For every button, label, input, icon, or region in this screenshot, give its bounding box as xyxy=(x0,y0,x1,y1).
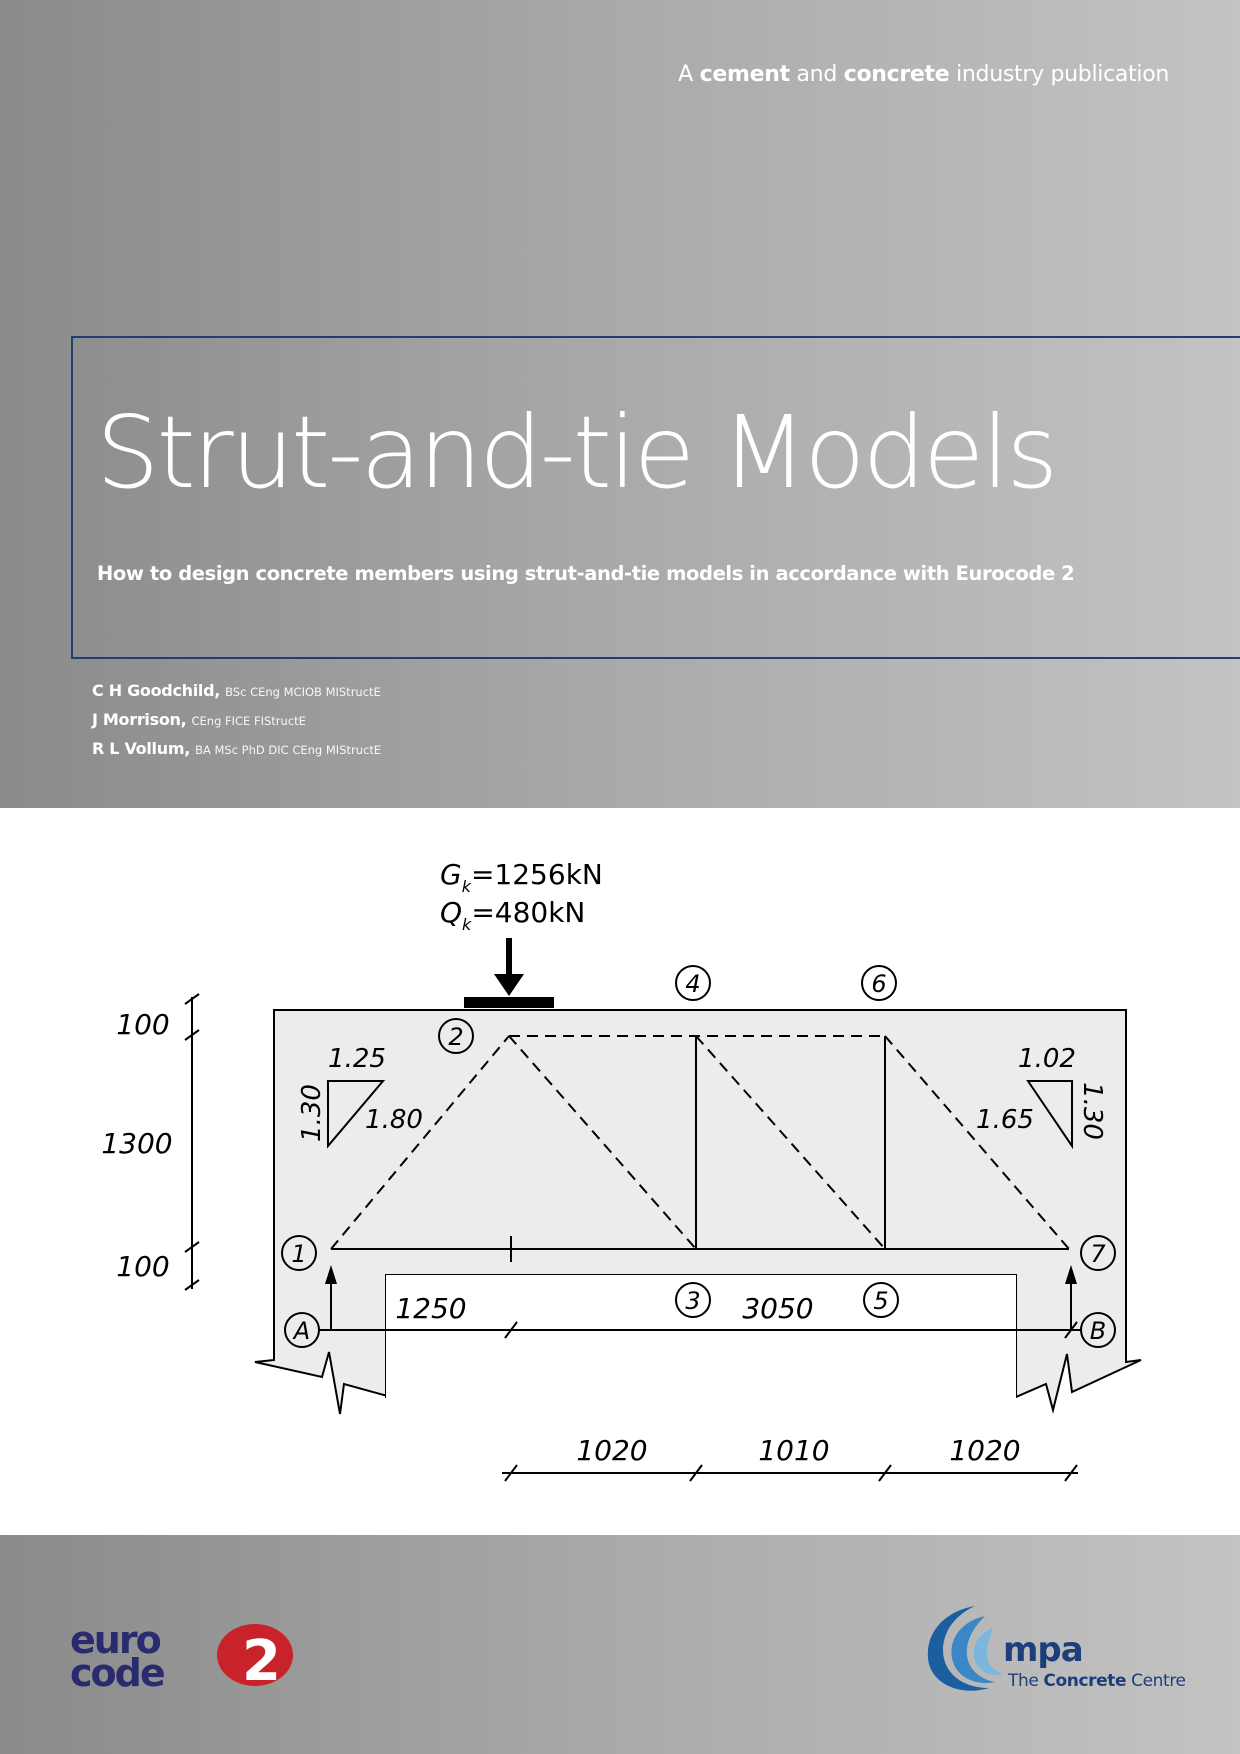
node-label-7: 7 xyxy=(1090,1240,1106,1268)
dim-label-1010: 1010 xyxy=(758,1434,829,1467)
title-frame xyxy=(71,336,1240,659)
deep-beam-diagram: Gk=1256kN Qk=480kN 1 2 3 4 5 6 7 A B 1.2… xyxy=(101,858,1142,1482)
load-plate xyxy=(464,997,554,1008)
slope-left-rise: 1.30 xyxy=(297,1084,327,1142)
load-q-label: Qk=480kN xyxy=(440,896,585,934)
node-label-5: 5 xyxy=(873,1287,888,1315)
slope-left-hyp: 1.80 xyxy=(365,1105,423,1135)
node-label-1: 1 xyxy=(291,1240,306,1268)
document-subtitle: How to design concrete members using str… xyxy=(97,562,1075,585)
node-circle-7 xyxy=(1080,1235,1116,1271)
strut-1-2 xyxy=(330,1035,510,1250)
support-circle-a xyxy=(284,1312,320,1348)
dim-label-1020-right: 1020 xyxy=(949,1434,1020,1467)
dim-label-1300: 1300 xyxy=(101,1127,172,1160)
strut-4-5 xyxy=(695,1035,886,1250)
slope-right-hyp: 1.65 xyxy=(976,1105,1034,1135)
author-entry: R L Vollum, BA MSc PhD DIC CEng MIStruct… xyxy=(92,739,382,758)
slope-triangle-right xyxy=(1026,1080,1073,1150)
mpa-wordmark: mpa xyxy=(1003,1630,1084,1670)
reaction-arrowhead-b xyxy=(1065,1265,1077,1284)
node-circle-3 xyxy=(675,1282,711,1318)
mpa-logo-mark xyxy=(927,1606,1003,1691)
node-circle-4 xyxy=(675,965,711,1001)
svg-text:code: code xyxy=(70,1651,164,1690)
document-title: Strut-and-tie Models xyxy=(96,394,1058,511)
dim-label-100-top: 100 xyxy=(116,1008,169,1041)
support-label-b: B xyxy=(1090,1317,1106,1345)
publisher-tagline: A cement and concrete industry publicati… xyxy=(678,62,1169,87)
strut-6-7 xyxy=(884,1035,1070,1250)
node-label-6: 6 xyxy=(871,970,886,998)
node-circle-1 xyxy=(281,1235,317,1271)
node-label-2: 2 xyxy=(448,1023,463,1051)
support-label-a: A xyxy=(292,1317,310,1345)
beam-opening xyxy=(386,1275,1016,1405)
cover-top-band xyxy=(0,0,1240,808)
author-entry: C H Goodchild, BSc CEng MCIOB MIStructE xyxy=(92,681,381,700)
node-label-3: 3 xyxy=(685,1287,700,1315)
support-circle-b xyxy=(1080,1312,1116,1348)
slope-left-run: 1.25 xyxy=(328,1044,386,1074)
dim-label-1250: 1250 xyxy=(395,1292,466,1325)
strut-and-tie-figure: Gk=1256kN Qk=480kN 1 2 3 4 5 6 7 A B 1.2… xyxy=(0,808,1240,1535)
reaction-arrowhead-a xyxy=(325,1265,337,1284)
load-g-label: Gk=1256kN xyxy=(440,858,603,896)
load-arrow-shaft xyxy=(506,938,512,976)
strut-2-3 xyxy=(508,1035,697,1250)
author-entry: J Morrison, CEng FICE FIStructE xyxy=(92,710,306,729)
node-circle-5 xyxy=(863,1282,899,1318)
cover-bottom-band xyxy=(0,1535,1240,1754)
concrete-centre-name: The Concrete Centre xyxy=(1008,1671,1186,1691)
eurocode-2-logo: euro code 2 xyxy=(70,1620,293,1690)
slope-right-rise: 1.30 xyxy=(1077,1082,1107,1140)
slope-triangle-left xyxy=(327,1080,386,1149)
dim-label-1020-left: 1020 xyxy=(576,1434,647,1467)
author-list: C H Goodchild, BSc CEng MCIOB MIStructE … xyxy=(92,677,381,764)
node-circle-6 xyxy=(861,965,897,1001)
node-circle-2 xyxy=(438,1018,474,1054)
load-arrowhead xyxy=(494,974,524,996)
svg-text:euro: euro xyxy=(70,1620,161,1662)
dim-label-3050: 3050 xyxy=(742,1292,813,1325)
svg-text:2: 2 xyxy=(242,1629,281,1690)
dim-label-100-bottom: 100 xyxy=(116,1250,169,1283)
slope-right-run: 1.02 xyxy=(1018,1044,1076,1074)
node-label-4: 4 xyxy=(685,970,700,998)
